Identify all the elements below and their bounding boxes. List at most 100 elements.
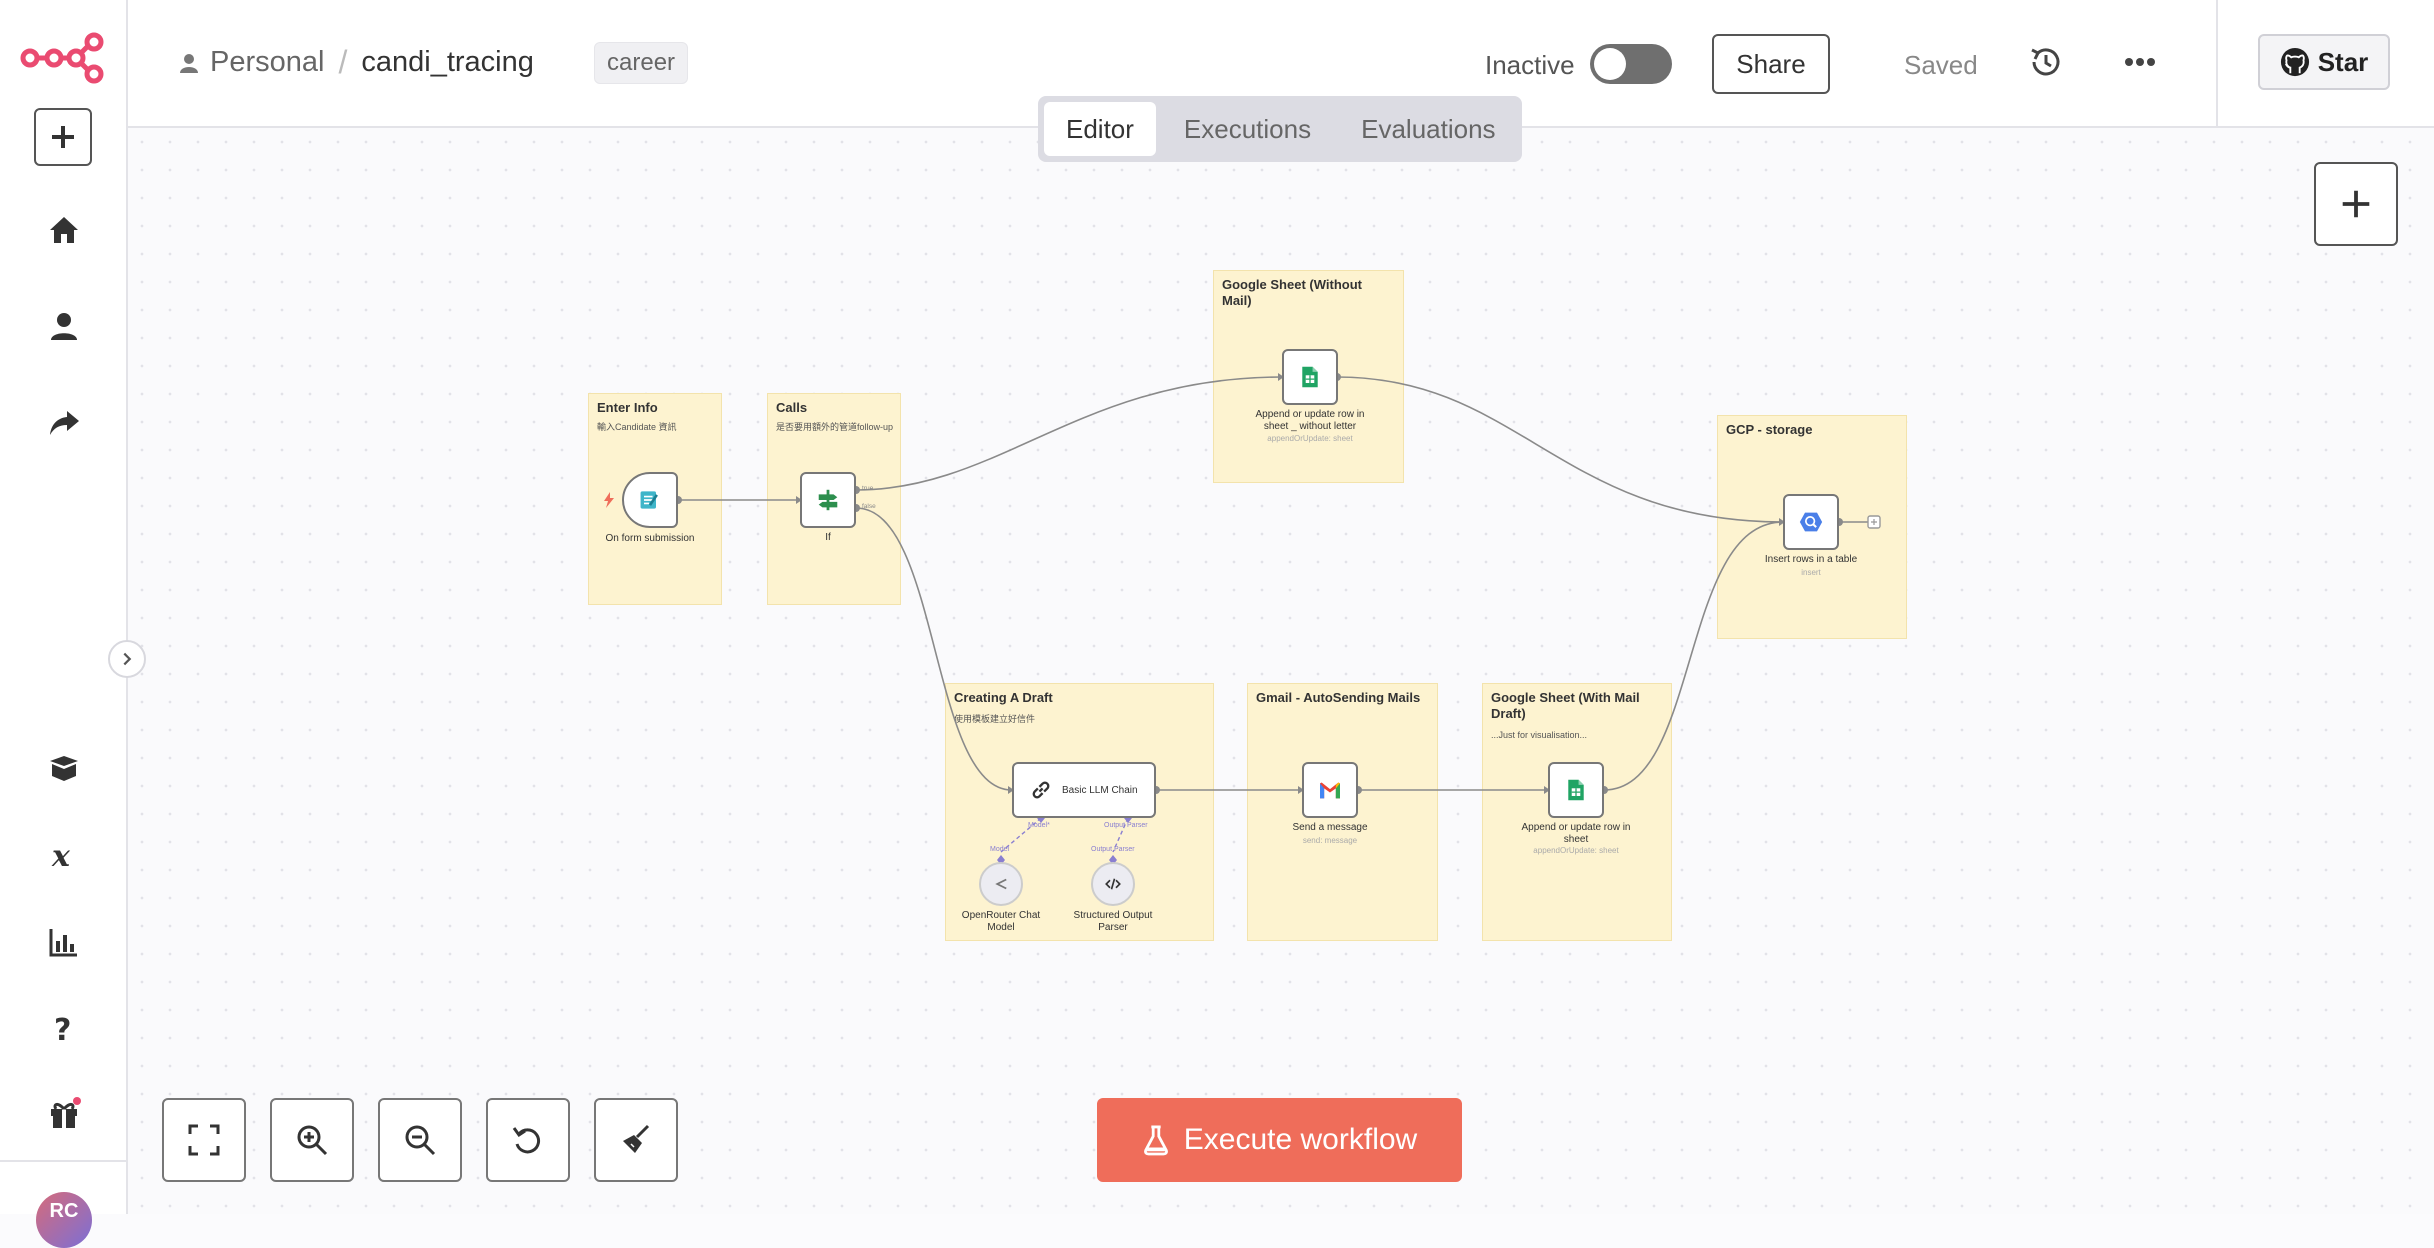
form-icon	[640, 491, 658, 509]
gift-icon[interactable]	[34, 1084, 94, 1144]
variables-icon[interactable]: x	[34, 826, 94, 886]
google-sheets-icon	[1302, 366, 1318, 388]
node-label: OpenRouter Chat Model	[961, 910, 1041, 933]
breadcrumb-personal-label: Personal	[210, 46, 325, 78]
zoom-to-fit-button[interactable]	[162, 1098, 246, 1182]
sticky-subtitle: ...Just for visualisation...	[1491, 730, 1588, 740]
node-sheet-without-mail[interactable]	[1282, 349, 1338, 405]
active-toggle[interactable]	[1590, 44, 1672, 84]
sidebar-collapse-button[interactable]	[108, 640, 146, 678]
sticky-title: Creating A Draft	[954, 690, 1053, 705]
node-if[interactable]	[800, 472, 856, 528]
n8n-logo-icon[interactable]	[20, 28, 104, 84]
parser-port-label: Output Parser	[1104, 822, 1148, 829]
zoom-in-icon	[297, 1125, 328, 1156]
bigquery-icon	[1799, 512, 1823, 532]
node-label: Append or update row in sheet _ without …	[1255, 409, 1365, 432]
node-subtitle: appendOrUpdate: sheet	[1267, 434, 1353, 443]
node-subtitle: send: message	[1302, 836, 1358, 845]
add-button[interactable]	[34, 108, 92, 166]
sticky-subtitle: 使用模板建立好信件	[954, 714, 1036, 724]
workflow-name[interactable]: candi_tracing	[361, 46, 534, 78]
zoom-in-button[interactable]	[270, 1098, 354, 1182]
node-label: Append or update row in sheet	[1521, 822, 1631, 845]
view-tabs: Editor Executions Evaluations	[1038, 96, 1522, 162]
trigger-lightning-icon	[604, 492, 614, 508]
node-label: If	[825, 532, 831, 543]
home-icon[interactable]	[34, 200, 94, 260]
node-subtitle: insert	[1801, 568, 1821, 577]
canvas-add-node-button[interactable]	[2314, 162, 2398, 246]
svg-text:x: x	[51, 839, 71, 873]
node-subtitle: appendOrUpdate: sheet	[1533, 846, 1619, 855]
user-icon	[180, 53, 198, 73]
reset-zoom-button[interactable]	[486, 1098, 570, 1182]
if-true-label: true	[862, 485, 874, 492]
broom-icon	[623, 1124, 650, 1153]
tidy-up-button[interactable]	[594, 1098, 678, 1182]
sticky-title: Calls	[776, 400, 808, 415]
if-icon	[818, 489, 838, 511]
chevron-right-icon	[123, 652, 132, 666]
breadcrumb: Personal / candi_tracing	[178, 44, 534, 81]
node-gmail[interactable]	[1302, 762, 1358, 818]
link-chain-icon	[1032, 781, 1050, 799]
node-structured-output-parser[interactable]	[1091, 862, 1135, 906]
google-sheets-icon	[1568, 779, 1584, 801]
node-sheet-with-mail[interactable]	[1548, 762, 1604, 818]
code-icon	[1105, 878, 1121, 890]
node-label: Insert rows in a table	[1764, 554, 1858, 565]
github-star-button[interactable]: Star	[2258, 34, 2390, 90]
zoom-out-button[interactable]	[378, 1098, 462, 1182]
plus-icon	[52, 126, 74, 148]
user-icon[interactable]	[34, 296, 94, 356]
node-label: Send a message	[1292, 822, 1368, 833]
sticky-subtitle: 是否要用額外的管道follow-up	[776, 422, 894, 432]
node-gcp-bigquery[interactable]	[1783, 494, 1839, 550]
templates-icon[interactable]	[34, 738, 94, 798]
active-status-label: Inactive	[1485, 50, 1575, 80]
tab-executions[interactable]: Executions	[1183, 113, 1312, 144]
undo-icon	[512, 1127, 541, 1154]
fit-view-icon	[188, 1124, 220, 1156]
node-label: Basic LLM Chain	[1062, 784, 1138, 796]
zoom-out-icon	[405, 1125, 436, 1156]
plus-icon	[2342, 190, 2370, 218]
sticky-subtitle: 輸入Candidate 資訊	[597, 422, 677, 432]
breadcrumb-personal[interactable]: Personal	[178, 46, 324, 79]
history-icon[interactable]	[2026, 42, 2066, 82]
star-label: Star	[2317, 46, 2369, 77]
breadcrumb-separator: /	[338, 44, 348, 80]
header-divider	[2216, 0, 2218, 128]
if-false-label: false	[862, 503, 876, 510]
sidebar-divider	[0, 1160, 128, 1162]
more-options-icon[interactable]	[2118, 42, 2162, 82]
node-form-trigger[interactable]	[622, 472, 678, 528]
node-basic-llm-chain[interactable]: Basic LLM Chain	[1012, 762, 1156, 818]
help-icon[interactable]: ?	[34, 998, 94, 1058]
tab-evaluations[interactable]: Evaluations	[1361, 113, 1496, 144]
sidebar: x ? RC	[0, 0, 128, 1248]
sticky-title: Google Sheet (Without Mail)	[1222, 277, 1362, 308]
toggle-knob	[1594, 48, 1626, 80]
sticky-title: Enter Info	[597, 400, 658, 415]
share-button[interactable]: Share	[1712, 34, 1830, 94]
workflow-tag[interactable]: career	[594, 42, 689, 84]
tab-editor[interactable]: Editor	[1044, 102, 1156, 156]
insights-icon[interactable]	[34, 912, 94, 972]
node-label: On form submission	[605, 533, 695, 544]
share-icon[interactable]	[34, 392, 94, 452]
saved-status: Saved	[1904, 50, 1978, 80]
execute-workflow-button[interactable]: Execute workflow	[1097, 1098, 1462, 1182]
node-label: Structured Output Parser	[1073, 910, 1153, 933]
github-icon	[2280, 47, 2309, 77]
node-openrouter-model[interactable]	[979, 862, 1023, 906]
model-port-label: Model	[990, 846, 1010, 853]
avatar[interactable]: RC	[36, 1192, 92, 1248]
svg-text:?: ?	[54, 1013, 71, 1045]
openrouter-icon	[995, 878, 1007, 890]
flask-icon	[1143, 1125, 1168, 1156]
sticky-title: Gmail - AutoSending Mails	[1256, 690, 1421, 705]
sticky-title: GCP - storage	[1726, 422, 1813, 437]
parser-port-label: Output Parser	[1091, 846, 1135, 853]
